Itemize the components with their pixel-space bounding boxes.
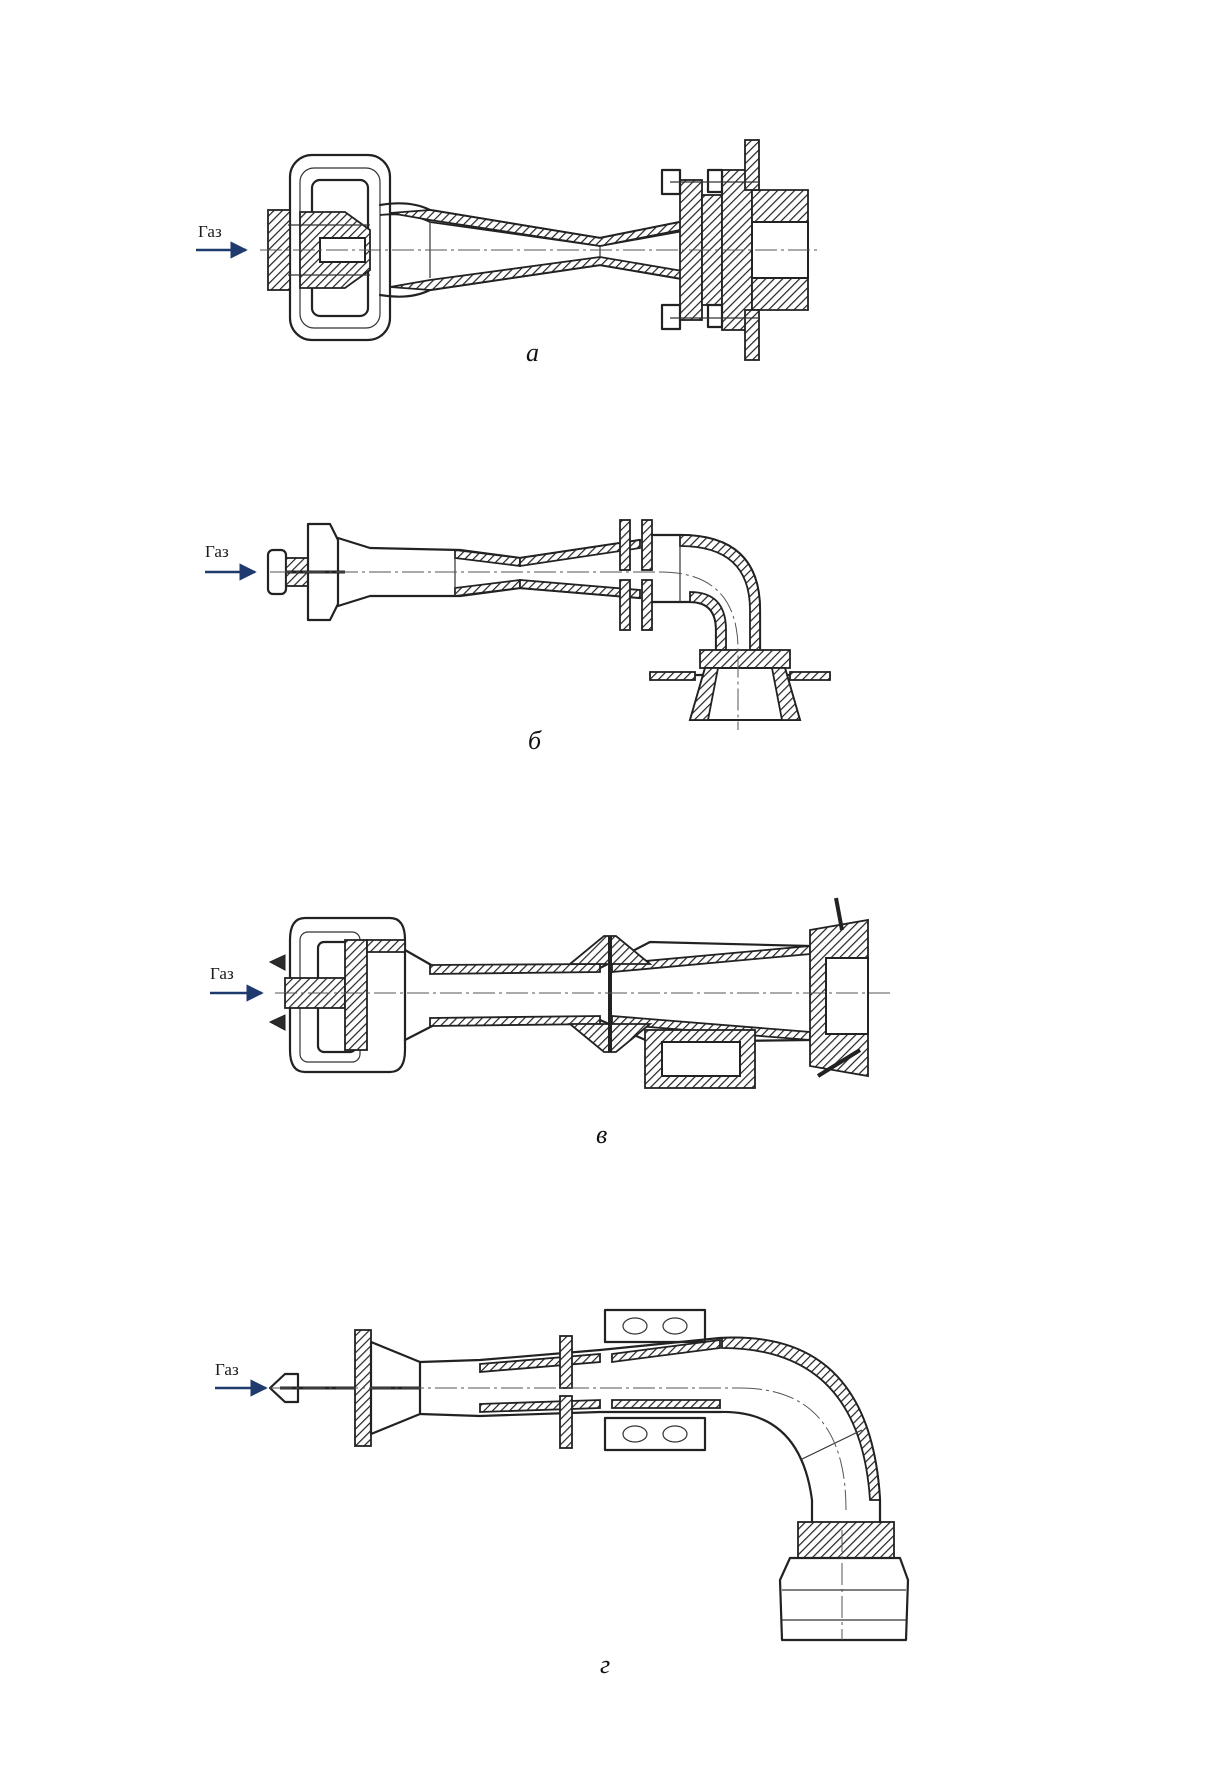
gas-label-b: Газ (205, 542, 229, 561)
housing-outer-v (288, 916, 407, 1074)
caption-g: г (600, 1650, 611, 1679)
caption-b: б (528, 726, 542, 755)
panel-g: Газ г (0, 1300, 1217, 1679)
panel-v: Газ в (0, 880, 1217, 1180)
panel-b: Газ б (0, 480, 1217, 780)
burner-drawing-g (215, 1308, 910, 1642)
outlet-base-g (778, 1556, 910, 1642)
panel-a: Газ а (0, 0, 1217, 380)
caption-a: а (526, 338, 539, 367)
gas-label-v: Газ (210, 964, 234, 983)
gas-label-g: Газ (215, 1360, 239, 1379)
burner-drawing-b (205, 519, 832, 730)
caption-v: в (596, 1120, 608, 1149)
burner-drawing-a (196, 139, 820, 361)
gas-label-a: Газ (198, 222, 222, 241)
burner-drawing-v (210, 897, 890, 1089)
